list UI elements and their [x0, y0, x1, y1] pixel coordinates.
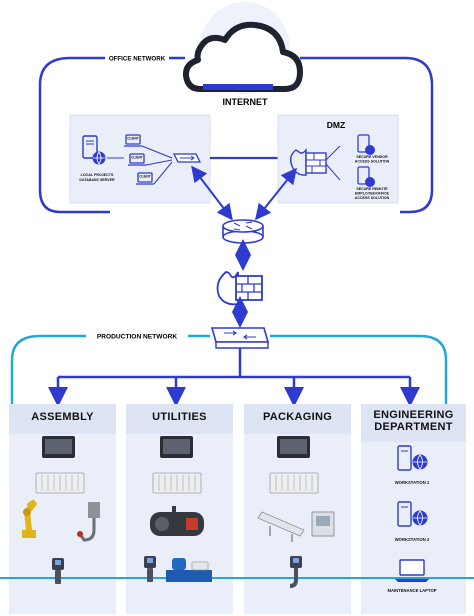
pump-skid-icon: [166, 558, 212, 582]
hmi-panel-icon: [160, 436, 193, 458]
office-switch-icon: [172, 153, 202, 163]
plc-rack-icon: [152, 472, 202, 494]
vendor-server-icon: [357, 134, 375, 155]
remote-server-icon: [357, 166, 375, 187]
utilities-panel: [126, 404, 233, 614]
vendor-label-2: ACCESS SOLUTION: [355, 160, 390, 164]
utilities-title: UTILITIES: [152, 411, 207, 423]
handheld-scanner-icon: [289, 556, 302, 588]
engineering-title-line1: ENGINEERING: [373, 409, 454, 421]
remote-label-2: EMPLOYEE/OFFICE: [355, 192, 390, 196]
handheld-scanner-icon: [52, 558, 64, 584]
workstation-2-icon: [397, 501, 428, 527]
hmi-panel-icon: [277, 436, 310, 458]
laptop-icon: [395, 559, 429, 582]
production-network-loop-right: [270, 334, 448, 405]
packing-machine-icon: [311, 511, 335, 537]
engineering-title: ENGINEERING DEPARTMENT: [361, 409, 466, 433]
local-db-label-1: LOCAL PROJECTS: [81, 173, 114, 177]
plc-rack-icon: [269, 472, 319, 494]
production-network-loop: [10, 334, 210, 405]
client-label-1: CLIENT: [127, 137, 139, 141]
dmz-label: DMZ: [327, 120, 345, 130]
router-icon: [222, 219, 264, 244]
client-1-icon: CLIENT: [124, 134, 142, 147]
remote-label-3: ACCESS SOLUTION: [355, 196, 390, 200]
hmi-panel-icon: [42, 436, 75, 458]
robot-arm-icon: [22, 499, 38, 538]
office-network-loop: [38, 56, 185, 214]
workstation-2-label: WORKSTATION 2: [395, 537, 430, 542]
workstation-1-label: WORKSTATION 1: [395, 480, 430, 485]
packaging-title: PACKAGING: [262, 411, 333, 423]
workstation-1-icon: [397, 445, 428, 471]
client-2-icon: CLIENT: [128, 153, 146, 166]
gripper-icon: [77, 502, 100, 542]
remote-label-1: SECURE REMOTE: [356, 187, 388, 191]
dmz-panel: [277, 114, 399, 204]
production-switch-icon: [210, 327, 270, 349]
conveyor-icon: [257, 511, 305, 542]
local-db-label-2: DATABASE SERVER: [79, 178, 115, 182]
database-server-icon: [82, 135, 106, 165]
dmz-firewall-icon: [289, 148, 327, 176]
client-3-icon: CLIENT: [136, 172, 154, 185]
production-network-label: PRODUCTION NETWORK: [97, 334, 177, 341]
firewall-icon: [216, 271, 263, 306]
client-label-3: CLIENT: [139, 175, 151, 179]
internet-label: INTERNET: [223, 97, 269, 107]
cloud-icon: [182, 2, 303, 94]
handheld-scanner-icon: [144, 556, 156, 582]
boiler-icon: [150, 506, 204, 536]
client-label-2: CLIENT: [131, 156, 143, 160]
plc-rack-icon: [35, 472, 85, 494]
assembly-title: ASSEMBLY: [31, 411, 94, 423]
vendor-label-1: SECURE VENDOR: [356, 155, 388, 159]
office-network-loop-right: [300, 56, 434, 214]
laptop-label-1: MAINTENANCE LAPTOP: [387, 588, 436, 593]
engineering-title-line2: DEPARTMENT: [374, 421, 453, 433]
office-network-label: OFFICE NETWORK: [109, 56, 166, 63]
